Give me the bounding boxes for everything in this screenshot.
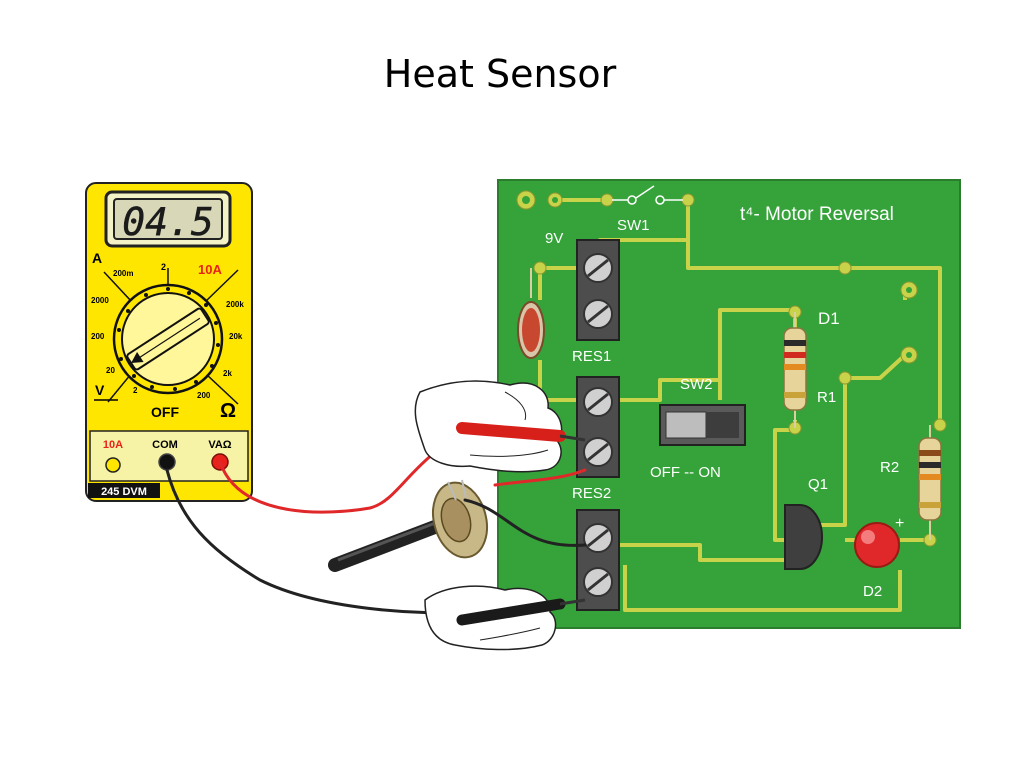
range-v-label: V	[95, 382, 105, 398]
brand-label: 245 DVM	[101, 486, 147, 498]
jack-com[interactable]	[158, 453, 176, 471]
label-r2: R2	[880, 459, 899, 476]
terminal-res2[interactable]	[576, 376, 620, 478]
range-20-label: 20	[106, 366, 115, 375]
range-2-top-label: 2	[161, 262, 166, 272]
label-plus: +	[895, 515, 904, 532]
terminal-motor[interactable]	[576, 509, 620, 611]
label-res1: RES1	[572, 348, 611, 365]
range-a-label: A	[92, 250, 102, 266]
dial-pointer-icon	[131, 351, 144, 363]
dial-spokes	[103, 268, 239, 405]
multimeter: 04.5 A 200m 2 10A 2000 200k 200 20k 20 2…	[85, 182, 253, 502]
red-probe-wire	[218, 428, 472, 514]
black-probe[interactable]	[456, 598, 586, 626]
label-res2: RES2	[572, 485, 611, 502]
led-d2	[854, 522, 900, 568]
board-pads	[516, 190, 947, 547]
pad-holes	[522, 196, 912, 358]
meter-lcd	[113, 198, 223, 240]
jack-com-label: COM	[152, 439, 178, 451]
sw1-symbol	[612, 185, 683, 205]
range-20k-label: 20k	[229, 332, 243, 341]
jack-10a-label: 10A	[103, 439, 123, 451]
label-9v: 9V	[545, 230, 563, 247]
jack-vaohm-label: VAΩ	[208, 439, 231, 451]
range-200m-label: 200m	[113, 269, 133, 278]
range-2-left-label: 2	[133, 386, 138, 395]
board-title: t⁴- Motor Reversal	[740, 204, 894, 225]
range-2000-label: 2000	[91, 296, 109, 305]
jack-10a[interactable]	[105, 457, 121, 473]
range-10a-top-label: 10A	[198, 262, 222, 277]
black-probe-wire	[165, 468, 472, 615]
probe-wires	[165, 428, 587, 615]
range-200k-label: 200k	[226, 300, 244, 309]
range-2k-label: 2k	[223, 369, 232, 378]
sw2-slide-switch[interactable]	[659, 404, 746, 446]
circuit-board: t⁴- Motor Reversal 9V SW1 RES1 SW2 OFF -…	[497, 179, 961, 629]
thermistor	[517, 268, 545, 359]
label-sw1: SW1	[617, 217, 650, 234]
red-probe[interactable]	[456, 422, 586, 442]
range-ohm-label: Ω	[220, 400, 236, 422]
range-200-ohm-label: 200	[197, 391, 211, 400]
label-off-on: OFF -- ON	[650, 464, 721, 481]
rotary-dial[interactable]	[112, 283, 224, 395]
brand-plate	[88, 483, 160, 498]
black-jumper-wire	[463, 498, 587, 547]
range-200-left-label: 200	[91, 332, 105, 341]
label-r1: R1	[817, 389, 836, 406]
label-d1: D1	[818, 309, 840, 328]
transistor-q1	[784, 504, 823, 570]
label-q1: Q1	[808, 476, 828, 493]
range-off-label: OFF	[151, 404, 179, 420]
potentiometer[interactable]	[328, 477, 495, 572]
label-d2: D2	[863, 583, 882, 600]
resistor-r2	[918, 425, 942, 540]
label-sw2: SW2	[680, 376, 713, 393]
red-jumper-wire	[493, 468, 587, 487]
meter-reading: 04.5	[122, 200, 214, 244]
terminal-res1[interactable]	[576, 239, 620, 341]
slide-title: Heat Sensor	[383, 52, 617, 96]
resistor-d1	[783, 312, 807, 428]
